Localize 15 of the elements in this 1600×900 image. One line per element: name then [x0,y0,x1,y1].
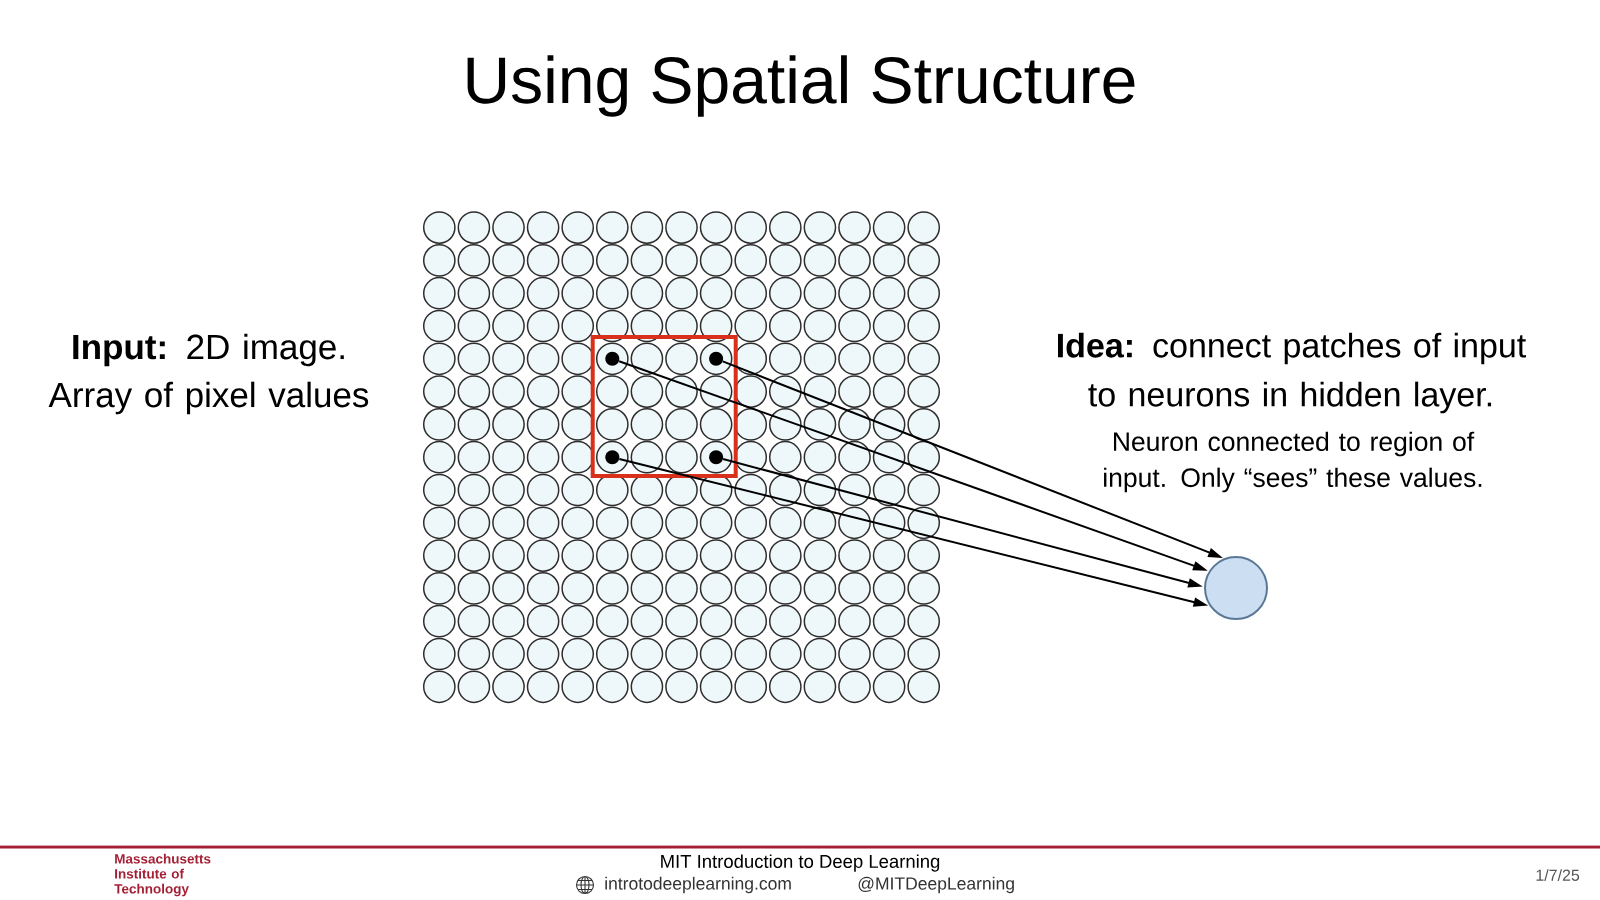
pixel-dot [709,351,724,366]
neuron-circle [1204,556,1268,620]
note-text: Neuron connected to region of input. Only “sees” these values. [1104,431,1482,493]
highlight-square [590,335,738,478]
social-handle: @MITDeepLearning [858,876,1014,894]
input-caption: Input: 2D image. Array of pixel values [48,333,369,415]
institution-name: Massachusetts Institute of Technology [114,853,211,897]
pixel-dot [605,450,620,465]
slide-date: 1/7/25 [1536,869,1580,881]
pixel-dot [605,351,620,366]
slide-title: Using Spatial Structure [467,55,1135,117]
pixel-dot [709,450,724,465]
idea-text: Idea: connect patches of input to neurons in hidden layer. [1058,332,1526,414]
course-title: MIT Introduction to Deep Learning [661,854,940,872]
website-url: introtodeeplearning.com [605,876,791,894]
